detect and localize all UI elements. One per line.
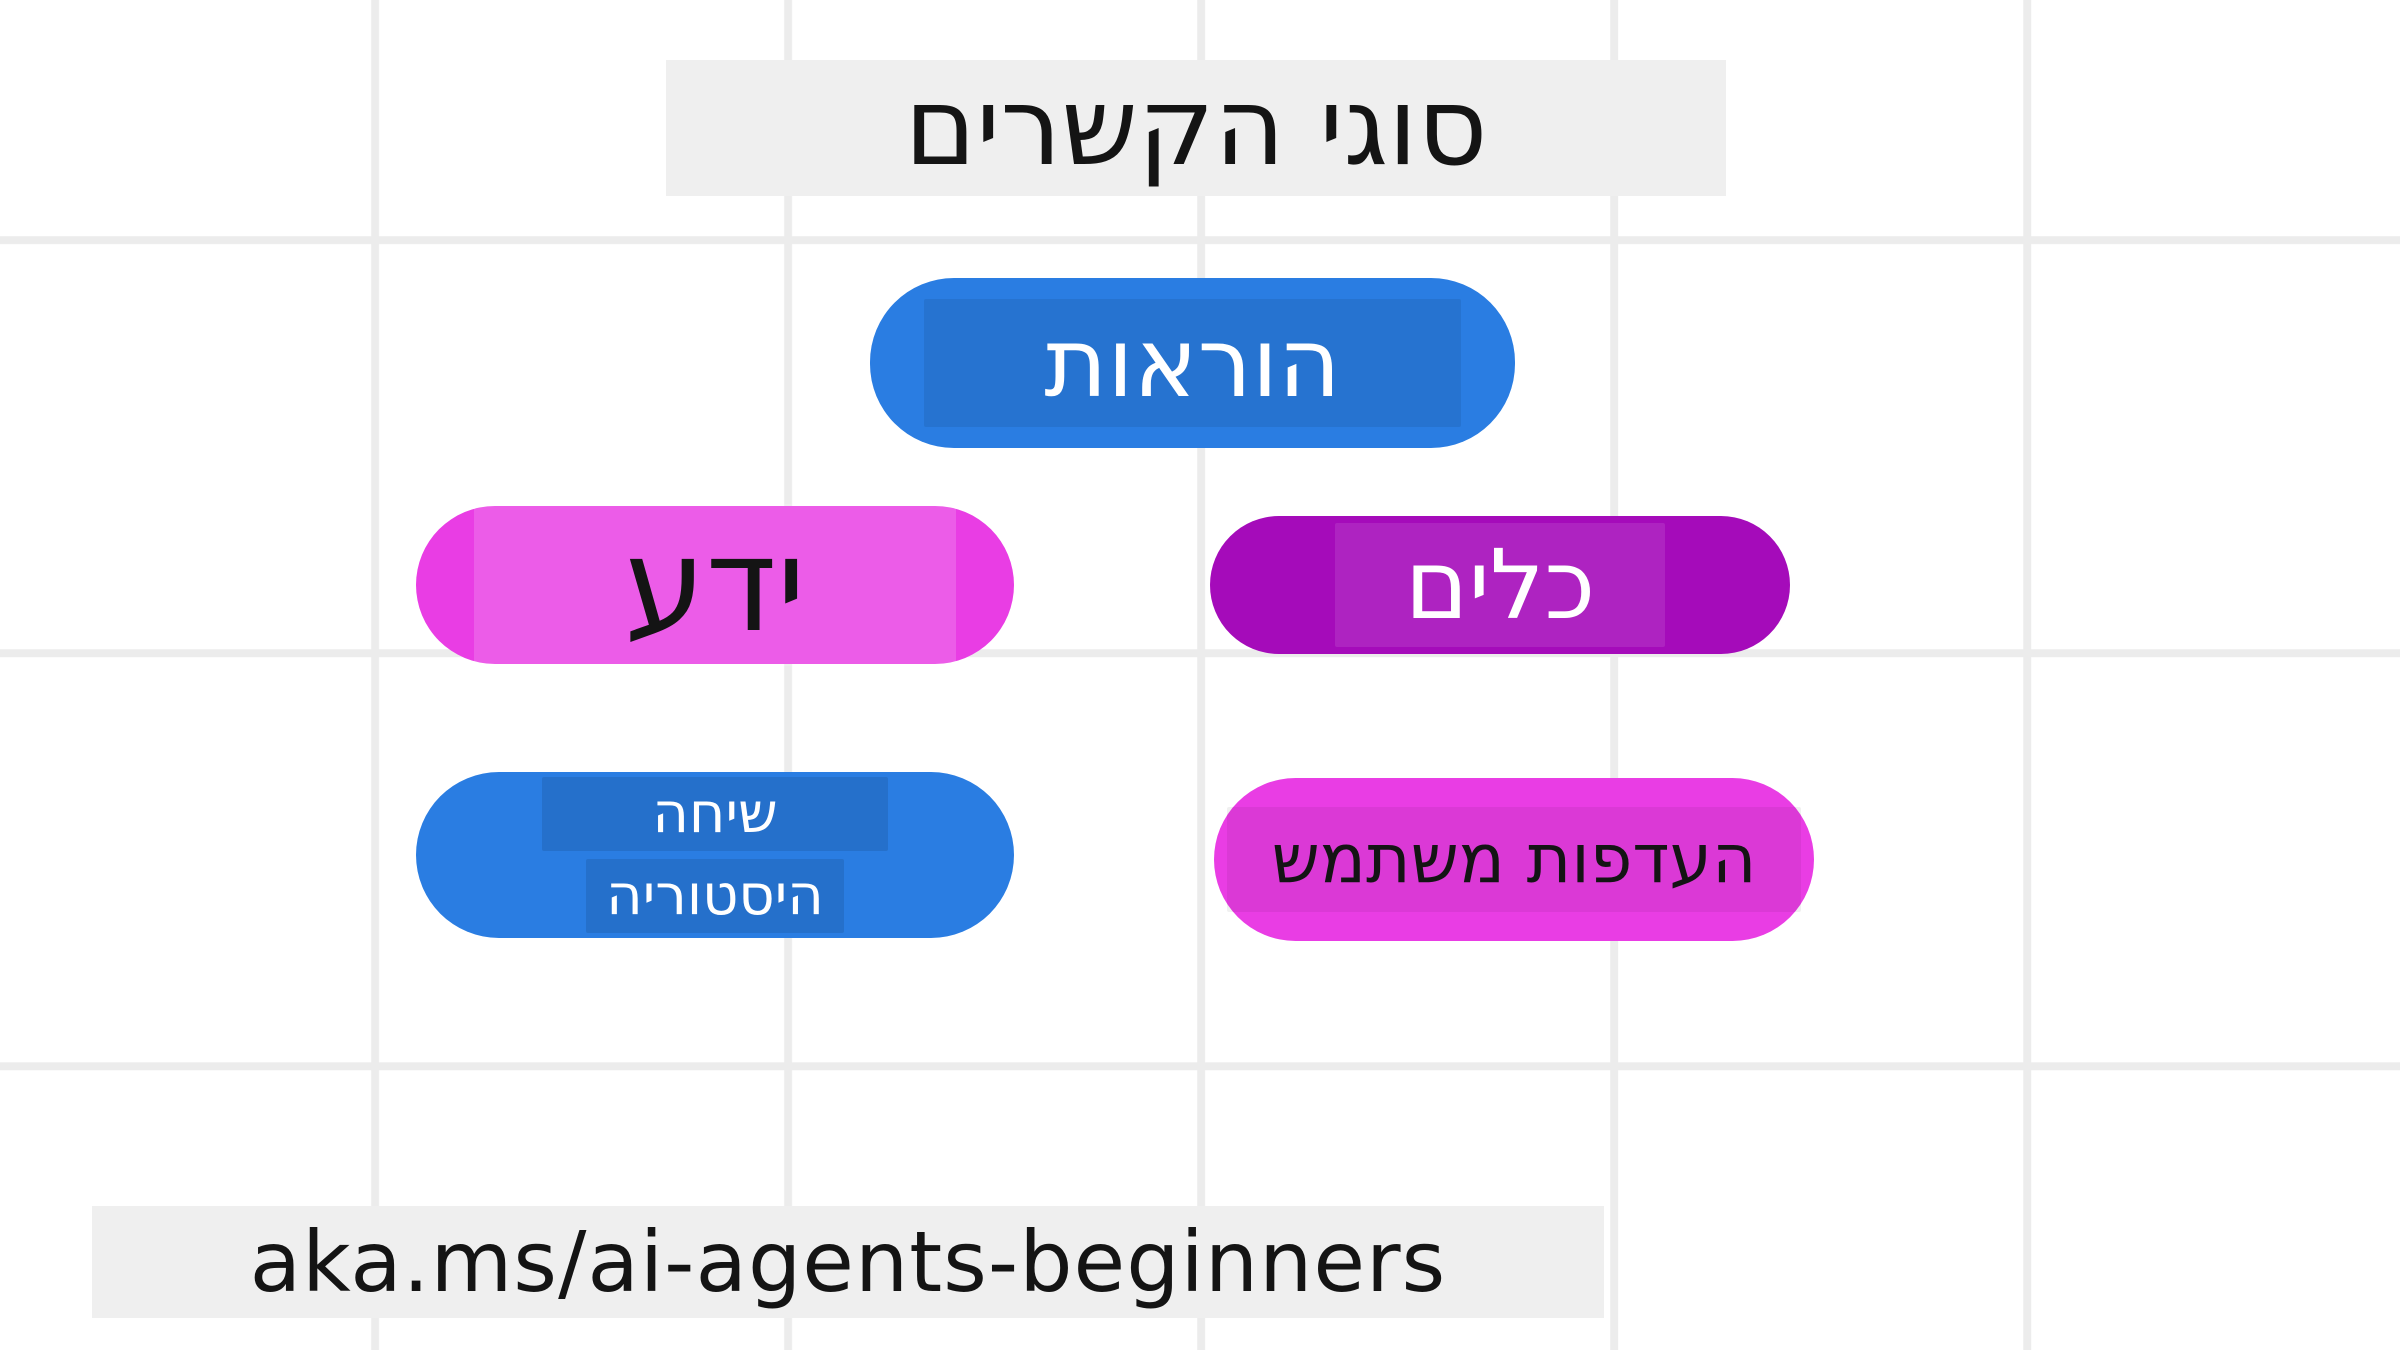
node-tools-label: כלים xyxy=(1334,523,1666,647)
node-instructions: הוראות xyxy=(870,278,1515,448)
node-chat-history-line2: היסטוריה xyxy=(586,859,844,933)
node-knowledge-label: ידע xyxy=(474,503,956,667)
node-knowledge: ידע xyxy=(416,503,1014,667)
node-instructions-label: הוראות xyxy=(924,299,1461,427)
node-user-preferences: העדפות משתמש xyxy=(1214,778,1814,941)
page-title-text: סוגי הקשרים xyxy=(904,65,1488,190)
footer-banner: aka.ms/ai-agents-beginners xyxy=(92,1206,1604,1318)
page-title: סוגי הקשרים xyxy=(666,60,1726,196)
node-tools: כלים xyxy=(1210,516,1790,654)
node-chat-history: שיחה היסטוריה xyxy=(416,772,1014,938)
node-user-preferences-label: העדפות משתמש xyxy=(1226,807,1802,912)
node-chat-history-line1: שיחה xyxy=(542,777,888,851)
footer-link: aka.ms/ai-agents-beginners xyxy=(249,1213,1447,1311)
